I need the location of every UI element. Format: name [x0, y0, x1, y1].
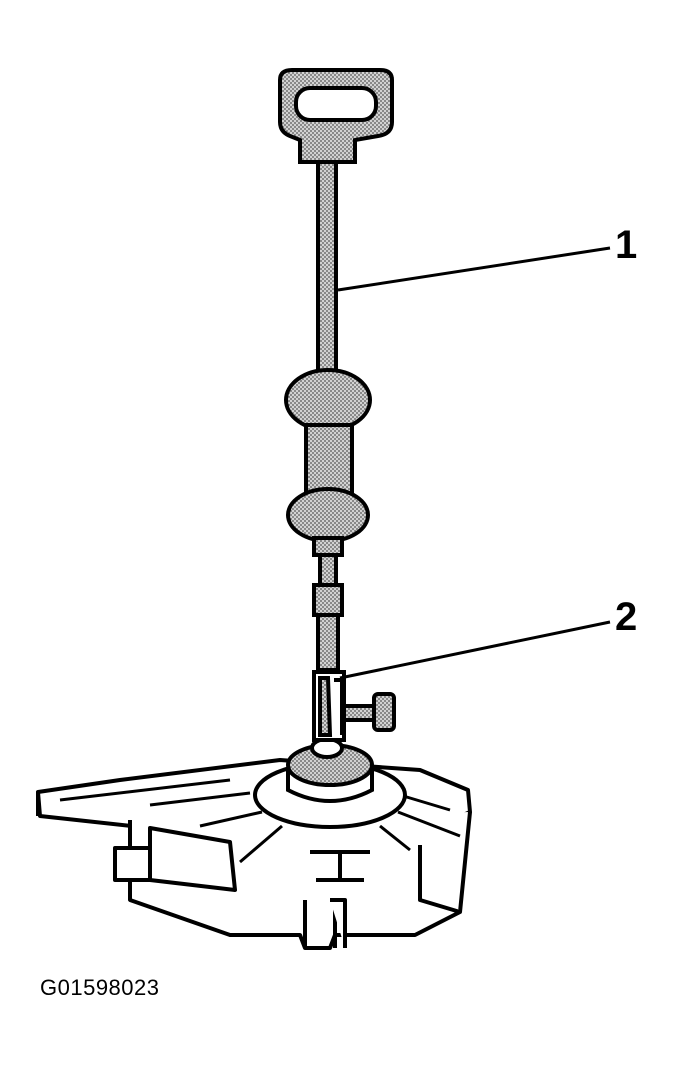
leader-line-1	[337, 246, 611, 292]
figure-id: G01598023	[40, 975, 160, 1000]
adapter-fitting	[312, 670, 396, 742]
fill-plug-seat	[253, 737, 407, 829]
dipstick-tool	[278, 68, 394, 672]
leader-lines	[337, 246, 611, 680]
leader-line-2	[339, 620, 611, 680]
housing-ribs	[149, 791, 461, 864]
callout-2: 2	[615, 595, 637, 639]
callout-1: 1	[615, 223, 637, 267]
